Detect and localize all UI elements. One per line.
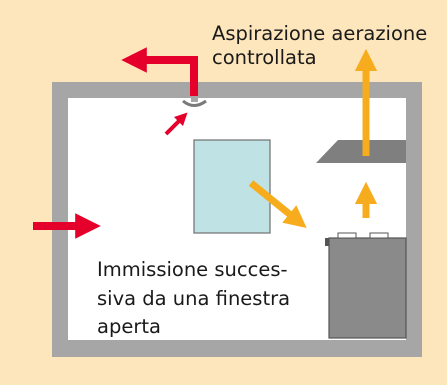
ceiling-vent — [182, 99, 207, 107]
cabinet-knob-right — [369, 232, 389, 239]
intake-label: Immissione succes- siva da una finestra … — [97, 256, 290, 342]
vent-suction-red-arrow — [164, 112, 188, 136]
kitchen-cabinet — [328, 237, 407, 339]
extraction-label-line-1: Aspirazione aerazione — [212, 22, 428, 45]
extraction-label-line-2: controllata — [212, 46, 317, 69]
cabinet-knob-left — [337, 232, 357, 239]
extraction-label: Aspirazione aerazione controllata — [212, 22, 427, 70]
window-to-cabinet-yellow-arrow — [248, 180, 307, 229]
intake-label-line-2: siva da una finestra — [97, 286, 291, 310]
ceiling-vent-stem — [191, 96, 198, 102]
exhaust-red-arrow — [121, 47, 198, 96]
cabinet-handle — [325, 238, 329, 246]
kitchen-hood — [316, 140, 406, 163]
intake-label-line-3: aperta — [97, 315, 161, 338]
intake-label-line-1: Immissione succes- — [97, 258, 288, 281]
